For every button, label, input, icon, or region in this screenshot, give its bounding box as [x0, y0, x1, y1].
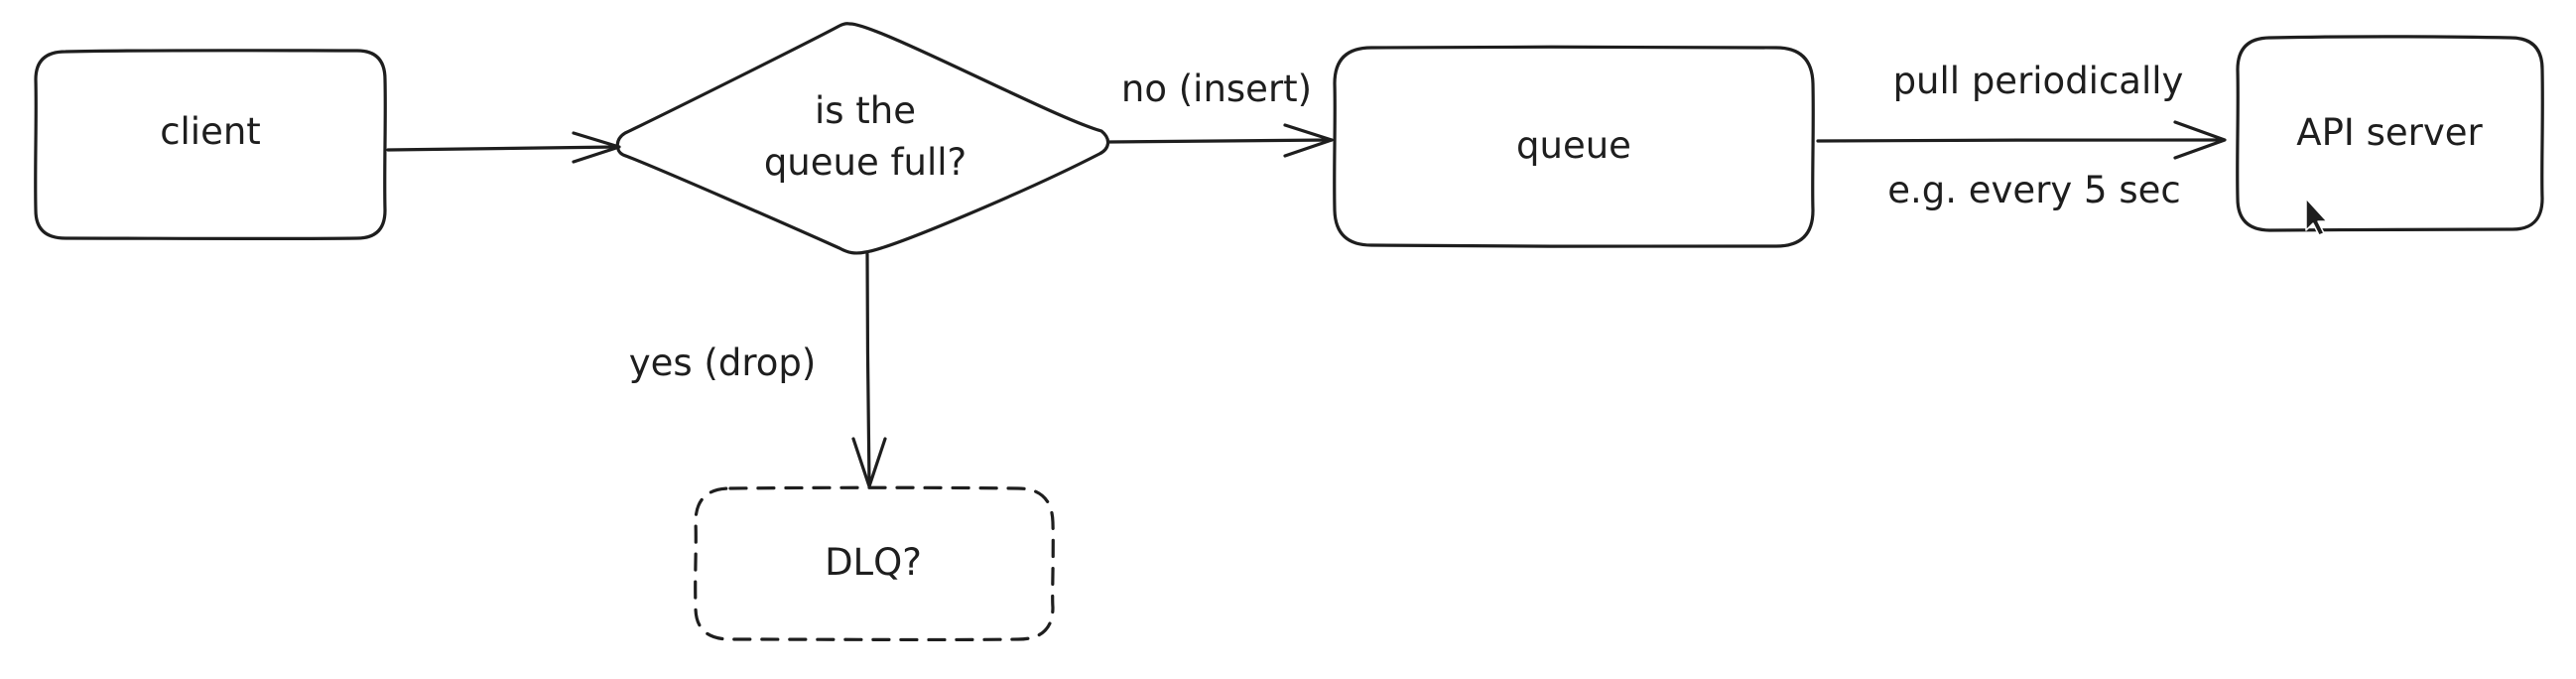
edge-queue-to-api-line	[1816, 138, 2225, 143]
node-decision[interactable]: is the queue full?	[615, 22, 1110, 255]
edge-decision-to-dlq: yes (drop)	[629, 252, 887, 488]
edge-queue-to-api: pull periodically e.g. every 5 sec	[1816, 60, 2227, 211]
edge-decision-to-dlq-arrowhead	[851, 437, 887, 488]
edge-client-to-decision-arrowhead	[572, 131, 621, 164]
queue-box	[1333, 45, 1815, 249]
decision-label-line1: is the	[815, 89, 916, 132]
node-queue[interactable]: queue	[1333, 45, 1815, 249]
dlq-label: DLQ?	[825, 541, 922, 584]
edge-decision-to-queue-arrowhead	[1283, 123, 1334, 158]
node-client[interactable]: client	[34, 49, 387, 241]
client-label: client	[160, 110, 261, 153]
api-server-box	[2236, 35, 2544, 232]
decision-label-line2: queue full?	[764, 141, 966, 184]
api-server-label: API server	[2296, 111, 2483, 154]
edge-decision-to-dlq-label: yes (drop)	[629, 341, 817, 384]
edge-decision-to-queue-label: no (insert)	[1121, 68, 1312, 110]
edge-decision-to-queue: no (insert)	[1107, 68, 1334, 158]
edge-client-to-decision-line	[386, 145, 619, 152]
client-box	[34, 49, 387, 241]
edge-queue-to-api-label: pull periodically	[1893, 60, 2184, 102]
decision-diamond	[615, 22, 1110, 255]
edge-decision-to-dlq-line	[865, 252, 871, 486]
edge-decision-to-queue-line	[1107, 138, 1334, 144]
mouse-cursor-icon	[2305, 198, 2328, 236]
edge-queue-to-api-arrowhead	[2173, 120, 2227, 160]
node-dlq[interactable]: DLQ?	[694, 485, 1055, 642]
dlq-box	[694, 485, 1055, 642]
queue-label: queue	[1516, 124, 1631, 167]
edge-client-to-decision	[386, 131, 621, 164]
edge-queue-to-api-sublabel: e.g. every 5 sec	[1887, 169, 2181, 211]
node-api-server[interactable]: API server	[2236, 35, 2544, 232]
